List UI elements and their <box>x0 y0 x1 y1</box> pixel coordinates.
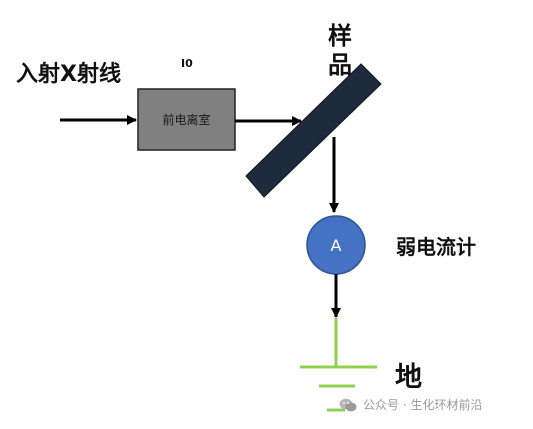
ammeter-symbol: A <box>330 235 342 255</box>
watermark: 公众号 · 生化环材前沿 <box>339 396 482 413</box>
incoming-xray-label: 入射X射线 <box>16 62 121 87</box>
io-label: I0 <box>181 57 193 70</box>
ammeter-label: 弱电流计 <box>396 235 476 259</box>
ionization-chamber-label: 前电离室 <box>162 113 211 127</box>
wechat-icon <box>339 398 357 411</box>
sample-slab <box>245 63 382 198</box>
sample-label: 样品 <box>328 22 352 79</box>
ground-label: 地 <box>395 362 422 393</box>
watermark-text: 公众号 · 生化环材前沿 <box>363 398 483 412</box>
